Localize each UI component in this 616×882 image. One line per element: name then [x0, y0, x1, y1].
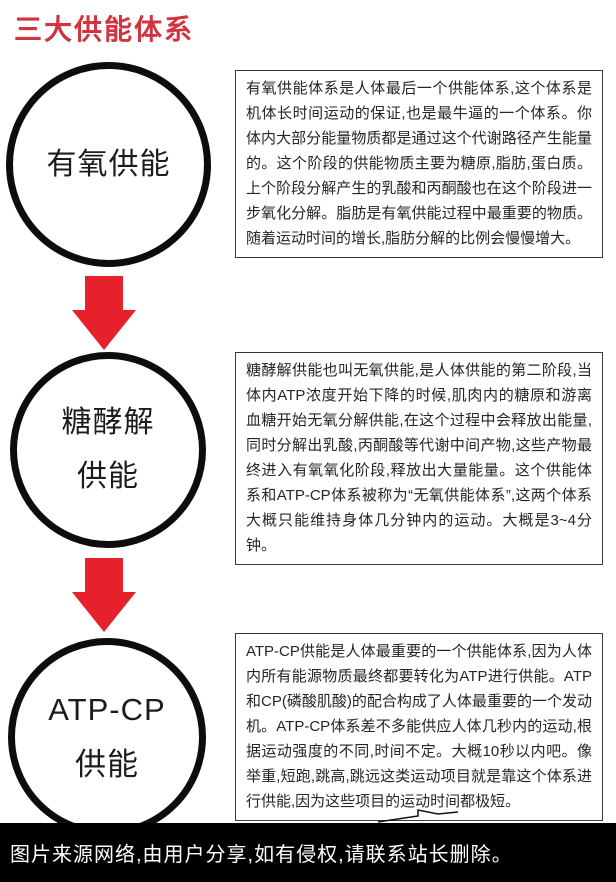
description-box-atp-cp: ATP-CP供能是人体最重要的一个供能体系,因为人体内所有能源物质最终都要转化为…	[235, 633, 603, 821]
description-box-aerobic: 有氧供能体系是人体最后一个供能体系,这个体系是机体长时间运动的保证,也是最牛逼的…	[235, 70, 603, 258]
arrow-down-icon	[72, 558, 136, 632]
arrow-head	[72, 592, 136, 632]
page-title: 三大供能体系	[14, 14, 195, 45]
node-label-glycolysis-line2: 供能	[77, 460, 139, 493]
arrow-shaft	[85, 558, 123, 592]
footer-attribution-text: 图片来源网络,由用户分享,如有侵权,请联系站长删除。	[10, 844, 513, 866]
stray-line-artifact	[378, 809, 459, 823]
arrow-head	[72, 310, 136, 350]
footer-attribution-bar: 图片来源网络,由用户分享,如有侵权,请联系站长删除。	[0, 823, 616, 882]
node-label-atp-cp-line1: ATP-CP	[48, 692, 166, 727]
node-label-atp-cp-line2: 供能	[75, 747, 139, 782]
node-circle-aerobic: 有氧供能	[6, 62, 211, 267]
node-label-aerobic: 有氧供能	[46, 147, 171, 181]
node-label-glycolysis-line1: 糖酵解	[61, 406, 155, 439]
description-box-glycolysis: 糖酵解供能也叫无氧供能,是人体供能的第二阶段,当体内ATP浓度开始下降的时候,肌…	[235, 352, 603, 565]
arrow-down-icon	[72, 276, 136, 350]
node-circle-atp-cp: ATP-CP 供能	[8, 638, 206, 836]
arrow-shaft	[85, 276, 123, 310]
node-circle-glycolysis: 糖酵解 供能	[10, 352, 206, 548]
